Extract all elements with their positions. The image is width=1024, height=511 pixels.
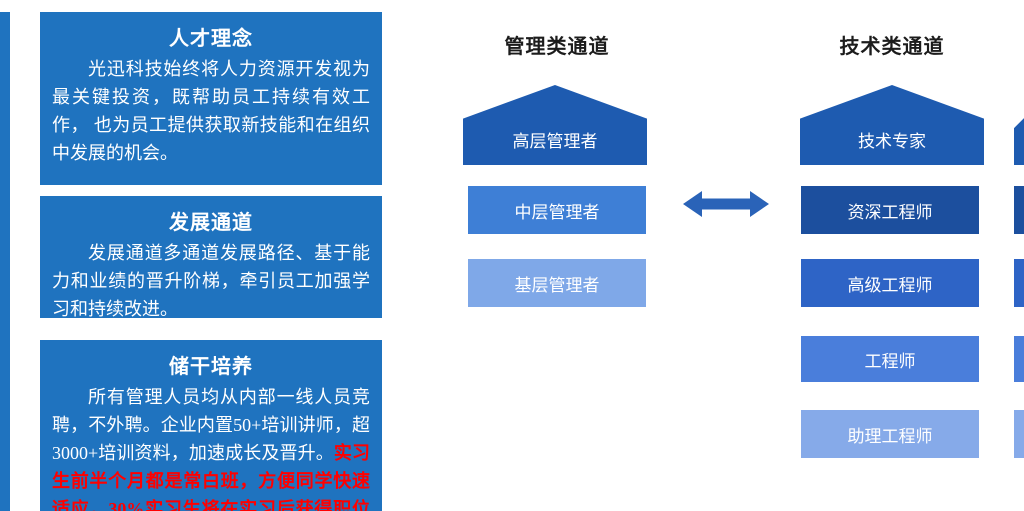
technical-level-expert: 技术专家 [800, 85, 984, 165]
cutoff-column-fragment-3 [1014, 259, 1024, 307]
reserve-training-text: 所有管理人员均从内部一线人员竞聘，不外聘。企业内置50+培训讲师，超3000+培… [52, 387, 370, 463]
technical-level-expert-label: 技术专家 [858, 132, 926, 151]
cutoff-column-fragment-2 [1014, 186, 1024, 234]
talent-philosophy-box: 人才理念 光迅科技始终将人力资源开发视为最关键投资，既帮助员工持续有效工作， 也… [40, 12, 382, 185]
talent-philosophy-body: 光迅科技始终将人力资源开发视为最关键投资，既帮助员工持续有效工作， 也为员工提供… [52, 55, 370, 167]
development-channel-text: 发展通道多通道发展路径、基于能力和业绩的晋升阶梯，牵引员工加强学习和持续改进。 [52, 243, 370, 319]
development-channel-box: 发展通道 发展通道多通道发展路径、基于能力和业绩的晋升阶梯，牵引员工加强学习和持… [40, 196, 382, 319]
reserve-training-body: 所有管理人员均从内部一线人员竞聘，不外聘。企业内置50+培训讲师，超3000+培… [52, 383, 370, 511]
talent-philosophy-title: 人才理念 [169, 28, 253, 50]
technical-channel-header: 技术类通道 [839, 36, 945, 58]
technical-level-advanced-engineer-label: 高级工程师 [847, 275, 933, 295]
technical-level-assistant-engineer-label: 助理工程师 [847, 426, 933, 446]
technical-level-senior-engineer: 资深工程师 [801, 186, 979, 234]
technical-level-engineer: 工程师 [801, 336, 979, 382]
technical-level-senior-engineer-label: 资深工程师 [847, 202, 933, 222]
technical-level-advanced-engineer: 高级工程师 [801, 259, 979, 307]
development-channel-title: 发展通道 [169, 212, 253, 234]
cutoff-column-fragment-4 [1014, 336, 1024, 382]
cutoff-column-fragment-5 [1014, 410, 1024, 458]
reserve-training-title: 储干培养 [169, 356, 253, 378]
management-level-top-label: 高层管理者 [512, 132, 598, 151]
technical-level-engineer-label: 工程师 [864, 351, 916, 371]
management-level-middle: 中层管理者 [468, 186, 646, 234]
cutoff-column-fragment-top [1014, 118, 1024, 165]
talent-philosophy-text: 光迅科技始终将人力资源开发视为最关键投资，既帮助员工持续有效工作， 也为员工提供… [52, 59, 370, 163]
channel-exchange-arrow-icon [683, 188, 769, 220]
management-level-base-label: 基层管理者 [514, 275, 600, 295]
left-accent-strip [0, 12, 10, 511]
reserve-training-box: 储干培养 所有管理人员均从内部一线人员竞聘，不外聘。企业内置50+培训讲师，超3… [40, 340, 382, 511]
management-level-middle-label: 中层管理者 [514, 202, 600, 222]
development-channel-body: 发展通道多通道发展路径、基于能力和业绩的晋升阶梯，牵引员工加强学习和持续改进。 [52, 239, 370, 323]
internship-highlight-text: 实习生前半个月都是常白班，方便同学快速适应，30%实习生将在实习后获得职位升迁。 [52, 443, 370, 511]
management-level-top: 高层管理者 [463, 85, 647, 165]
management-level-base: 基层管理者 [468, 259, 646, 307]
technical-level-assistant-engineer: 助理工程师 [801, 410, 979, 458]
management-channel-header: 管理类通道 [504, 36, 610, 58]
